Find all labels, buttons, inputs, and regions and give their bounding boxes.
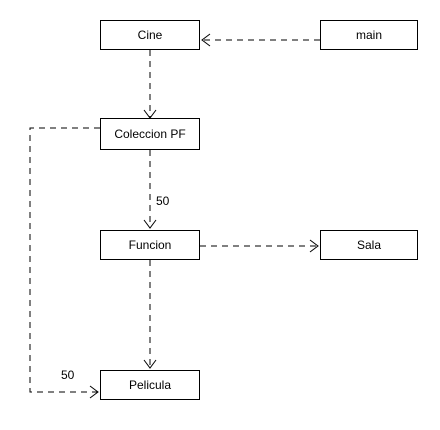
node-pelicula[interactable]: Pelicula <box>100 370 200 400</box>
arrowhead-sala <box>309 239 319 253</box>
edge-coleccion-pelicula <box>29 127 100 393</box>
node-coleccion-pf[interactable]: Coleccion PF <box>100 118 200 150</box>
arrowhead-funcion <box>143 219 157 229</box>
arrowhead-pelicula-top <box>143 359 157 369</box>
node-sala[interactable]: Sala <box>320 230 418 260</box>
node-cine[interactable]: Cine <box>100 20 200 50</box>
node-funcion[interactable]: Funcion <box>100 230 200 260</box>
edge-label-coleccion-pelicula: 50 <box>61 368 75 382</box>
node-main[interactable]: main <box>320 20 418 50</box>
arrowhead-pelicula-left <box>89 385 99 399</box>
arrowhead-cine <box>201 33 211 47</box>
edge-label-coleccion-funcion: 50 <box>156 194 170 208</box>
